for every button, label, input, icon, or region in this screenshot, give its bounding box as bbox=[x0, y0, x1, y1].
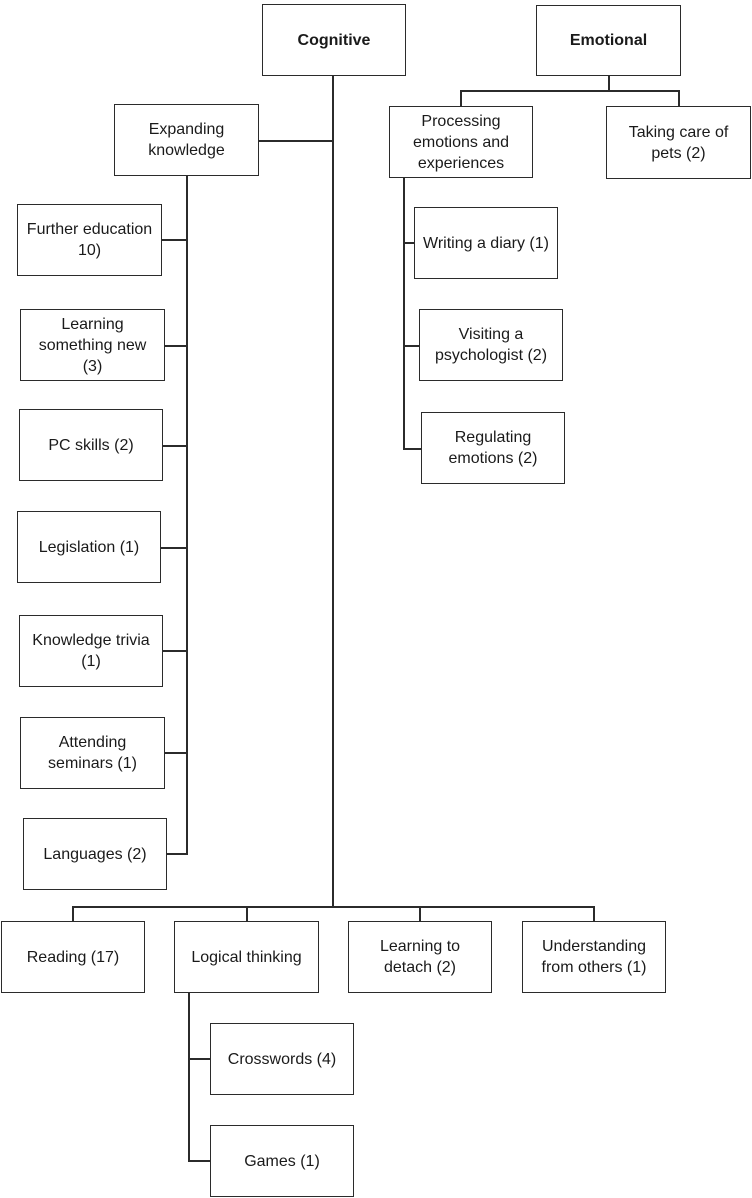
node-logical-thinking: Logical thinking bbox=[174, 921, 319, 993]
node-pc-skills: PC skills (2) bbox=[19, 409, 163, 481]
node-further-education: Further education 10) bbox=[17, 204, 162, 276]
connector bbox=[403, 242, 415, 244]
connector bbox=[460, 90, 462, 106]
connector bbox=[163, 445, 187, 447]
connector bbox=[72, 906, 74, 922]
connector bbox=[186, 176, 188, 855]
connector bbox=[419, 906, 421, 922]
node-crosswords: Crosswords (4) bbox=[210, 1023, 354, 1095]
node-languages: Languages (2) bbox=[23, 818, 167, 890]
connector bbox=[161, 547, 187, 549]
node-understanding-from-others: Understanding from others (1) bbox=[522, 921, 666, 993]
node-regulating-emotions: Regulating emotions (2) bbox=[421, 412, 565, 484]
node-writing-a-diary: Writing a diary (1) bbox=[414, 207, 558, 279]
connector bbox=[246, 906, 248, 922]
node-cognitive: Cognitive bbox=[262, 4, 406, 76]
connector bbox=[258, 140, 333, 142]
node-taking-care-of-pets: Taking care of pets (2) bbox=[606, 106, 751, 179]
connector bbox=[188, 1058, 210, 1060]
node-reading: Reading (17) bbox=[1, 921, 145, 993]
node-learning-to-detach: Learning to detach (2) bbox=[348, 921, 492, 993]
connector bbox=[593, 906, 595, 922]
connector bbox=[188, 1160, 210, 1162]
node-expanding-knowledge: Expanding knowledge bbox=[114, 104, 259, 176]
connector bbox=[161, 239, 187, 241]
node-attending-seminars: Attending seminars (1) bbox=[20, 717, 165, 789]
connector bbox=[460, 90, 680, 92]
connector bbox=[678, 90, 680, 107]
connector bbox=[403, 178, 405, 450]
connector bbox=[165, 752, 187, 754]
node-legislation: Legislation (1) bbox=[17, 511, 161, 583]
node-emotional: Emotional bbox=[536, 5, 681, 76]
connector bbox=[403, 345, 420, 347]
connector bbox=[188, 993, 190, 1162]
node-games: Games (1) bbox=[210, 1125, 354, 1197]
node-knowledge-trivia: Knowledge trivia (1) bbox=[19, 615, 163, 687]
connector bbox=[167, 853, 187, 855]
node-learning-something-new: Learning something new (3) bbox=[20, 309, 165, 381]
connector bbox=[165, 345, 187, 347]
connector bbox=[72, 906, 595, 908]
connector bbox=[608, 75, 610, 91]
node-processing-emotions: Processing emotions and experiences bbox=[389, 106, 533, 178]
connector bbox=[403, 448, 422, 450]
connector bbox=[163, 650, 187, 652]
node-visiting-a-psychologist: Visiting a psychologist (2) bbox=[419, 309, 563, 381]
connector bbox=[332, 75, 334, 907]
